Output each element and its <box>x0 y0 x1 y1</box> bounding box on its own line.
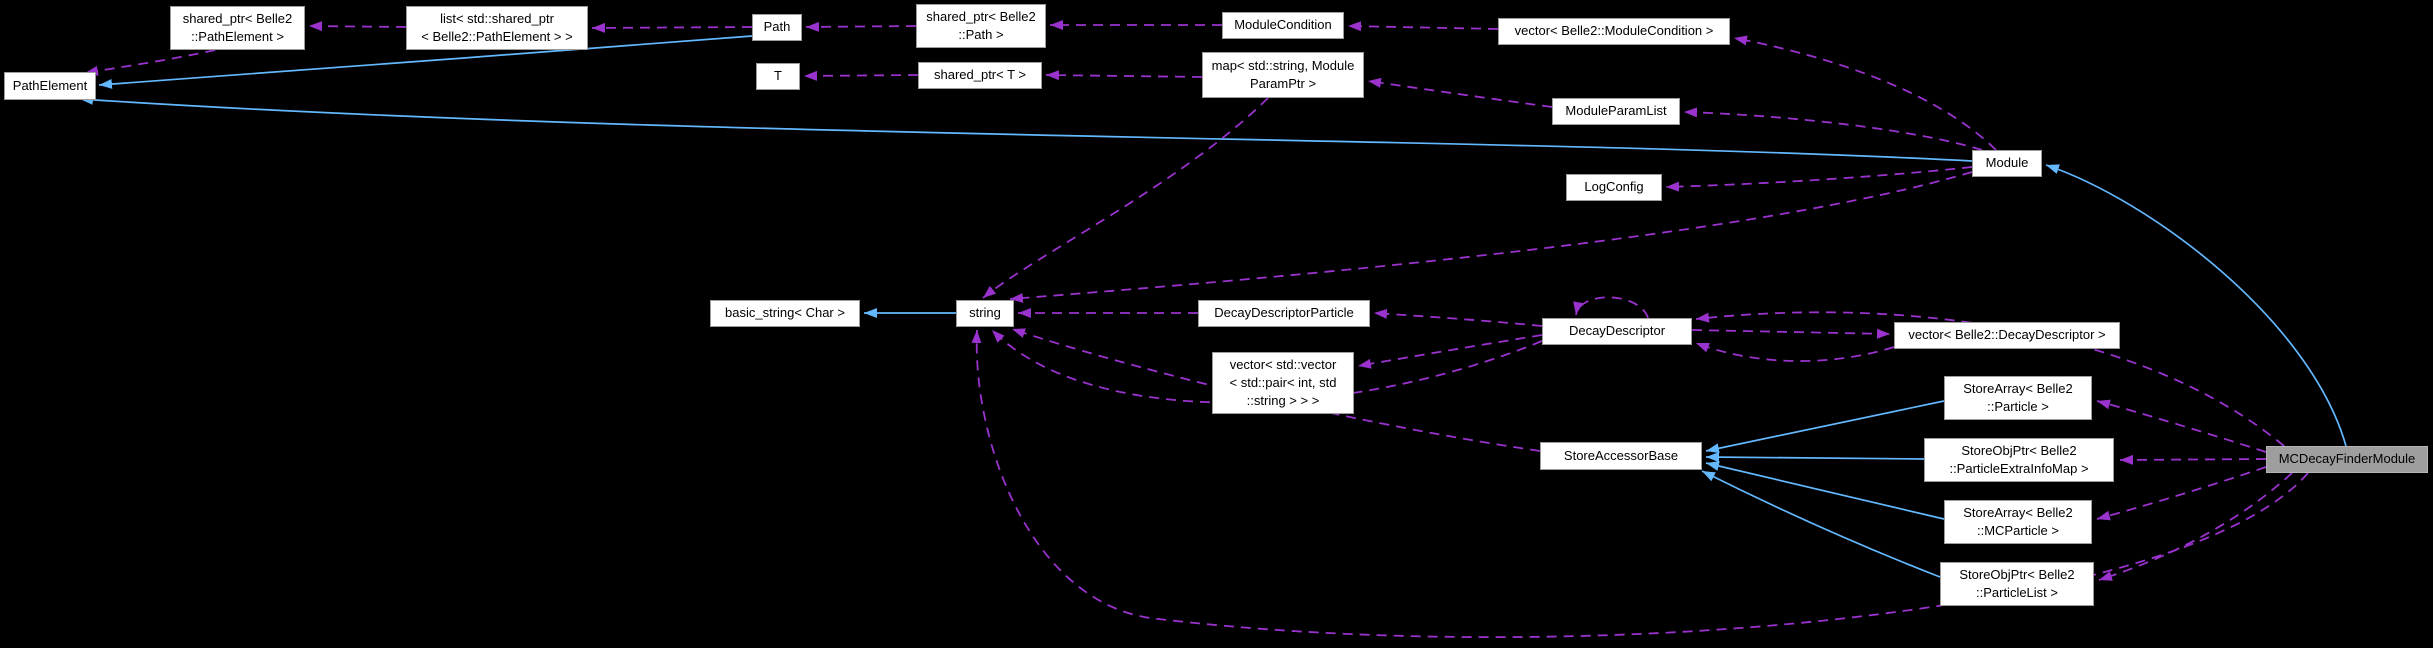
edge-module-to-vector-modulecondition <box>1733 35 1997 151</box>
node-storearray-mcparticle[interactable]: StoreArray< Belle2 ::MCParticle > <box>1944 500 2092 544</box>
edge-shared-ptr-pathelement-to-pathelement <box>84 49 216 76</box>
node-logconfig[interactable]: LogConfig <box>1566 174 1662 201</box>
node-modulecondition[interactable]: ModuleCondition <box>1222 12 1344 39</box>
node-t[interactable]: T <box>756 63 800 90</box>
edge-vector-modulecondition-to-modulecondition <box>1347 21 1499 32</box>
edge-mcdecayfindermodule-to-storeobjptr-particlelist <box>2098 472 2293 581</box>
edge-module-to-moduleparamlist <box>1683 107 1983 151</box>
edge-mcdecayfindermodule-to-storearray-mcparticle <box>2096 466 2267 521</box>
node-vector-pair-int-string[interactable]: vector< std::vector < std::pair< int, st… <box>1212 352 1354 414</box>
node-shared-ptr-t[interactable]: shared_ptr< T > <box>918 62 1042 89</box>
node-path[interactable]: Path <box>752 14 802 41</box>
node-module[interactable]: Module <box>1972 150 2042 177</box>
edge-module-to-logconfig <box>1665 166 1973 192</box>
edge-mcdecayfindermodule-to-string <box>971 329 2309 639</box>
node-pathelement[interactable]: PathElement <box>4 72 96 100</box>
edge-path-to-list-shared-ptr-pathelement <box>591 22 753 33</box>
edge-path-to-pathelement <box>98 35 753 89</box>
edge-mcdecayfindermodule-to-module <box>2045 164 2347 447</box>
node-storeobjptr-particlelist[interactable]: StoreObjPtr< Belle2 ::ParticleList > <box>1940 562 2094 606</box>
edge-module-to-pathelement <box>79 94 1973 162</box>
edge-vector-decaydescriptor-to-decaydescriptor <box>1695 342 1895 362</box>
node-string[interactable]: string <box>956 300 1014 327</box>
node-vector-modulecondition[interactable]: vector< Belle2::ModuleCondition > <box>1498 18 1730 45</box>
node-decaydescriptorparticle[interactable]: DecayDescriptorParticle <box>1198 300 1370 327</box>
edge-module-to-string <box>1009 171 1973 303</box>
edge-moduleparamlist-to-map-moduleparamptr <box>1367 77 1553 108</box>
edge-storearray-particle-to-storeaccessorbase <box>1705 400 1945 454</box>
node-shared-ptr-path[interactable]: shared_ptr< Belle2 ::Path > <box>916 4 1046 48</box>
node-shared-ptr-pathelement[interactable]: shared_ptr< Belle2 ::PathElement > <box>170 6 305 50</box>
edge-decaydescriptor-to-decaydescriptor <box>1573 296 1649 319</box>
node-decaydescriptor[interactable]: DecayDescriptor <box>1542 318 1692 345</box>
edge-decaydescriptor-to-string <box>991 329 1543 404</box>
edge-shared-ptr-path-to-path <box>805 21 917 32</box>
node-list-shared-ptr-pathelement[interactable]: list< std::shared_ptr < Belle2::PathElem… <box>406 6 588 50</box>
edge-map-moduleparamptr-to-string <box>982 97 1269 299</box>
node-mcdecayfindermodule: MCDecayFinderModule <box>2266 446 2428 473</box>
edge-decaydescriptor-to-decaydescriptorparticle <box>1373 308 1543 327</box>
edge-storearray-mcparticle-to-storeaccessorbase <box>1705 461 1945 520</box>
edge-storeobjptr-particlelist-to-storeaccessorbase <box>1701 470 1941 578</box>
edge-mcdecayfindermodule-to-decaydescriptor <box>1695 311 2285 447</box>
edge-decaydescriptor-to-vector-decaydescriptor <box>1691 328 1891 339</box>
node-vector-decaydescriptor[interactable]: vector< Belle2::DecayDescriptor > <box>1894 322 2120 349</box>
edge-storeobjptr-particleextrainfomap-to-storeaccessorbase <box>1705 452 1925 463</box>
edge-map-moduleparamptr-to-shared-ptr-t <box>1045 70 1203 81</box>
node-moduleparamlist[interactable]: ModuleParamList <box>1552 98 1680 125</box>
edge-decaydescriptor-to-vector-pair-int-string <box>1357 334 1543 369</box>
node-storearray-particle[interactable]: StoreArray< Belle2 ::Particle > <box>1944 376 2092 420</box>
edge-list-shared-ptr-pathelement-to-shared-ptr-pathelement <box>308 21 407 32</box>
edge-mcdecayfindermodule-to-storearray-particle <box>2096 399 2267 453</box>
edge-mcdecayfindermodule-to-storeobjptr-particleextrainfomap <box>2119 454 2267 465</box>
edge-shared-ptr-t-to-t <box>803 70 919 81</box>
node-basic-string[interactable]: basic_string< Char > <box>710 300 860 327</box>
node-storeobjptr-particleextrainfomap[interactable]: StoreObjPtr< Belle2 ::ParticleExtraInfoM… <box>1924 438 2114 482</box>
node-storeaccessorbase[interactable]: StoreAccessorBase <box>1540 442 1702 470</box>
node-map-moduleparamptr[interactable]: map< std::string, Module ParamPtr > <box>1202 52 1364 98</box>
